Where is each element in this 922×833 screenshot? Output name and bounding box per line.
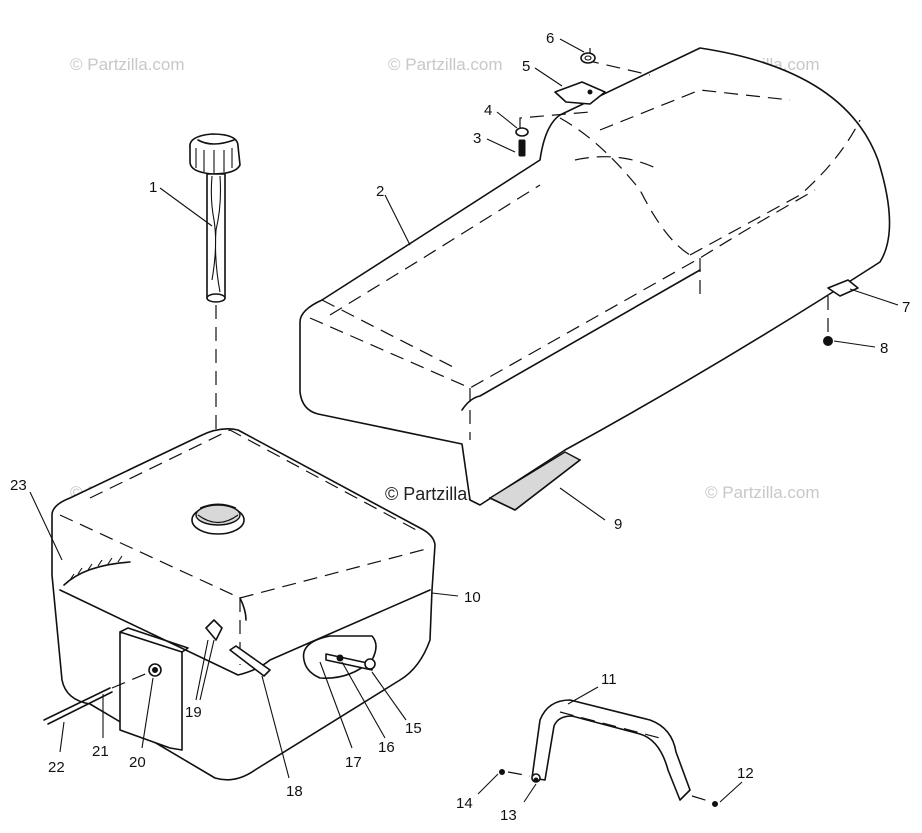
callout-15: 15: [405, 720, 422, 737]
tank-strap: [499, 699, 718, 807]
watermark-top-center: © Partzilla.com: [388, 55, 503, 74]
callout-6: 6: [546, 30, 554, 47]
fuel-tank: [43, 428, 436, 781]
callout-21: 21: [92, 743, 109, 760]
watermark-top-left: © Partzilla.com: [70, 55, 185, 74]
callout-2: 2: [376, 183, 384, 200]
callout-18: 18: [286, 783, 303, 800]
callout-16: 16: [378, 739, 395, 756]
callout-1: 1: [149, 179, 157, 196]
seat-hardware: [515, 48, 651, 157]
callout-14: 14: [456, 795, 473, 812]
callout-5: 5: [522, 58, 530, 75]
filler-cap-sender: [189, 133, 241, 430]
watermark-mid-right: © Partzilla.com: [705, 483, 820, 502]
callout-23: 23: [10, 477, 27, 494]
callout-17: 17: [345, 754, 362, 771]
callouts: 1 2 3 4 5 6 7 8 9 10 11 12 13 14 15 16 1…: [10, 30, 910, 824]
rear-bracket-and-bolt: [823, 279, 859, 346]
callout-19: 19: [185, 704, 202, 721]
leader-lines: [29, 38, 899, 803]
callout-4: 4: [484, 102, 492, 119]
seat-base-strip: [488, 451, 582, 511]
callout-10: 10: [464, 589, 481, 606]
callout-22: 22: [48, 759, 65, 776]
callout-11: 11: [601, 671, 617, 688]
callout-9: 9: [614, 516, 622, 533]
seat: [299, 47, 891, 506]
callout-7: 7: [902, 299, 910, 316]
callout-8: 8: [880, 340, 888, 357]
callout-3: 3: [473, 130, 481, 147]
callout-12: 12: [737, 765, 754, 782]
callout-13: 13: [500, 807, 517, 824]
callout-20: 20: [129, 754, 146, 771]
